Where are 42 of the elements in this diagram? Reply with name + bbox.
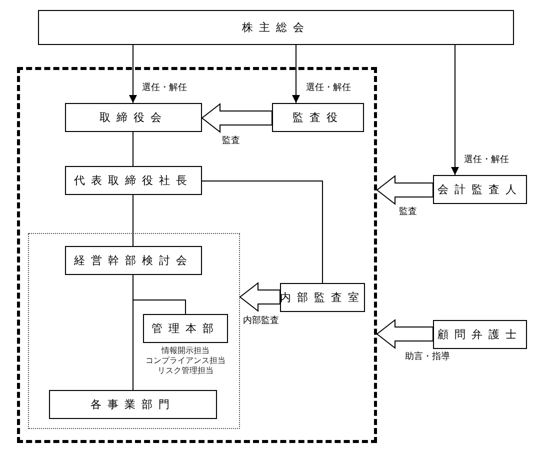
block-arrow — [239, 282, 280, 312]
duty-note: コンプライアンス担当 — [144, 356, 226, 366]
unit-name: 各事業部門 — [90, 397, 176, 412]
block-arrow — [376, 174, 434, 206]
org-unit-box — [272, 103, 364, 132]
unit-name: 会計監査人 — [438, 182, 522, 197]
duty-note: 情報開示担当 — [160, 346, 210, 356]
unit-name: 顧問弁護士 — [438, 327, 522, 342]
arrow — [292, 44, 300, 104]
unit-name: 監査役 — [292, 110, 344, 125]
org-unit-box — [280, 283, 365, 312]
unit-name: 内部監査室 — [280, 290, 365, 305]
edge-label: 内部監査 — [242, 316, 280, 327]
unit-name: 取締役会 — [100, 110, 168, 125]
org-unit-box — [65, 103, 202, 132]
edge-label: 選任・解任 — [305, 83, 352, 94]
dashed-frame — [17, 67, 377, 443]
unit-name: 代表取締役社長 — [74, 173, 193, 188]
org-unit-box — [65, 166, 202, 195]
org-unit-box — [38, 10, 514, 45]
unit-name: 株主総会 — [242, 20, 310, 35]
unit-name: 管理本部 — [152, 321, 220, 336]
edge-label: 監査 — [221, 136, 241, 147]
dotted-frame — [28, 233, 240, 429]
connector-line — [202, 180, 323, 284]
connector-line — [132, 274, 134, 390]
arrow — [451, 44, 459, 176]
edge-label: 助言・指導 — [404, 352, 451, 363]
edge-label: 選任・解任 — [463, 155, 510, 166]
unit-name: 経営幹部検討会 — [74, 253, 193, 268]
org-unit-box — [433, 320, 527, 349]
edge-label: 監査 — [398, 207, 418, 218]
duty-note: リスク管理担当 — [156, 366, 214, 376]
org-unit-box — [433, 175, 527, 204]
arrow — [129, 44, 137, 104]
org-unit-box — [49, 390, 217, 419]
connector-line — [132, 194, 134, 246]
org-unit-box — [65, 246, 202, 275]
block-arrow — [201, 102, 272, 134]
edge-label: 選任・解任 — [141, 83, 188, 94]
connector-line — [132, 132, 134, 166]
block-arrow — [376, 318, 434, 350]
